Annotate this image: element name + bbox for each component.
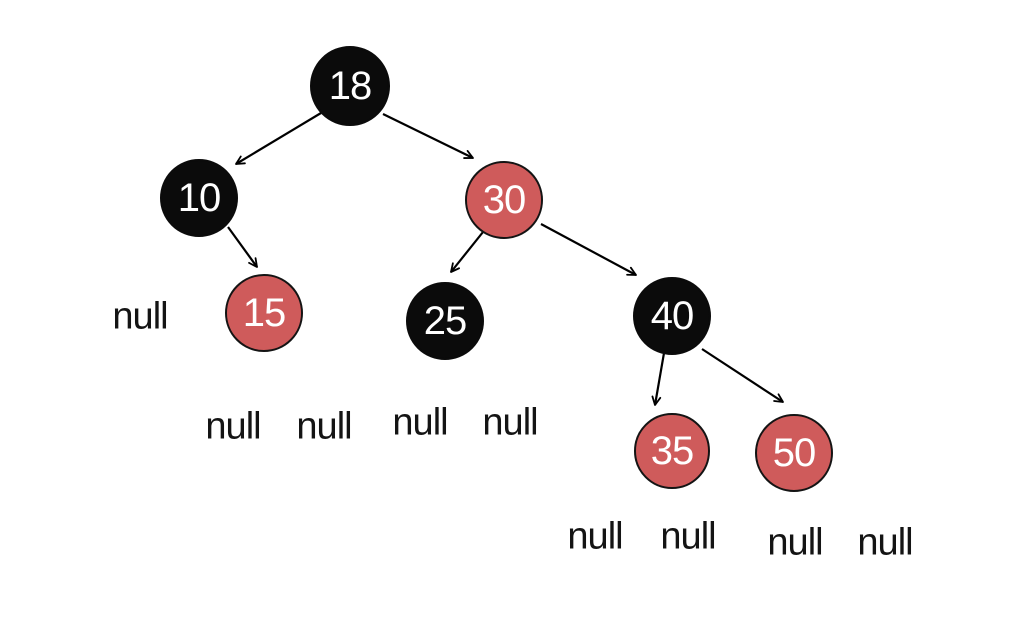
null-leaf-25-left: null — [392, 401, 448, 444]
null-leaf-50-left: null — [767, 521, 823, 564]
tree-node-35: 35 — [634, 413, 710, 489]
edge-30-40 — [540, 223, 637, 276]
null-leaf-10-left: null — [112, 295, 168, 338]
null-leaf-35-right: null — [660, 515, 716, 558]
edge-30-25 — [450, 231, 484, 273]
null-leaf-15-left: null — [205, 405, 261, 448]
null-leaf-35-left: null — [567, 515, 623, 558]
edge-40-35 — [651, 352, 666, 406]
tree-node-25: 25 — [406, 282, 484, 360]
null-leaf-50-right: null — [857, 521, 913, 564]
tree-node-40: 40 — [633, 277, 711, 355]
edge-18-10 — [235, 112, 322, 165]
null-leaf-15-right: null — [296, 405, 352, 448]
edge-40-50 — [701, 348, 784, 403]
null-leaf-25-right: null — [482, 401, 538, 444]
tree-node-30: 30 — [465, 161, 543, 239]
tree-node-18: 18 — [310, 46, 390, 126]
tree-node-10: 10 — [160, 159, 238, 237]
edge-10-15 — [227, 226, 258, 268]
edge-18-30 — [382, 113, 474, 159]
tree-node-50: 50 — [755, 414, 833, 492]
tree-node-15: 15 — [225, 274, 303, 352]
